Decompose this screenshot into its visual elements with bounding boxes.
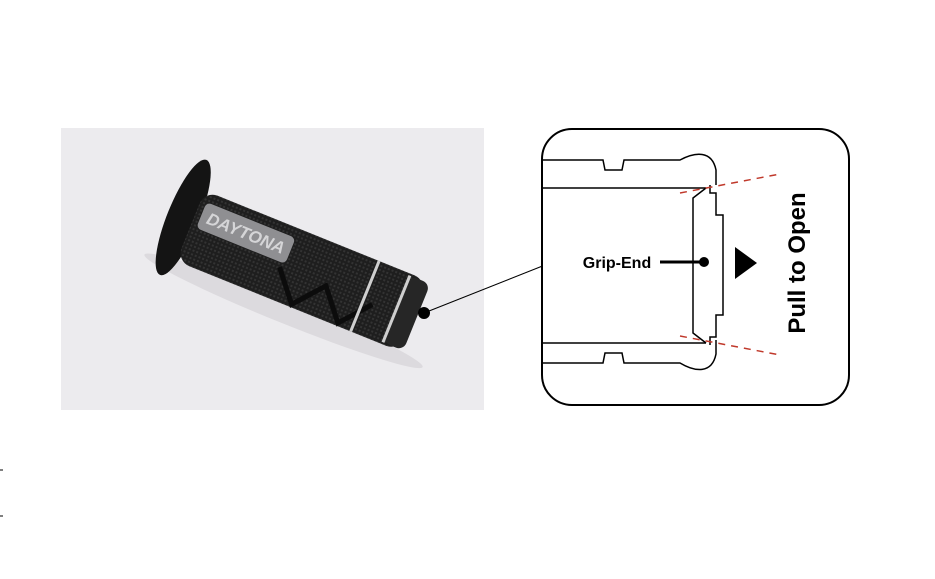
pull-guide-dashes (679, 173, 781, 356)
grip-photo: DAYTONA (61, 128, 484, 410)
grip-end-label: Grip-End (583, 255, 651, 272)
brand-panel (197, 203, 295, 263)
grip-flange (155, 159, 211, 276)
grip-end-diagram: Grip-End Pull to Open (541, 128, 850, 406)
grip-end-dot (699, 257, 709, 267)
pull-to-open-label: Pull to Open (784, 192, 811, 333)
callout-line (423, 264, 546, 314)
pull-arrow-icon (735, 247, 757, 279)
grip-end-cap (692, 185, 724, 345)
